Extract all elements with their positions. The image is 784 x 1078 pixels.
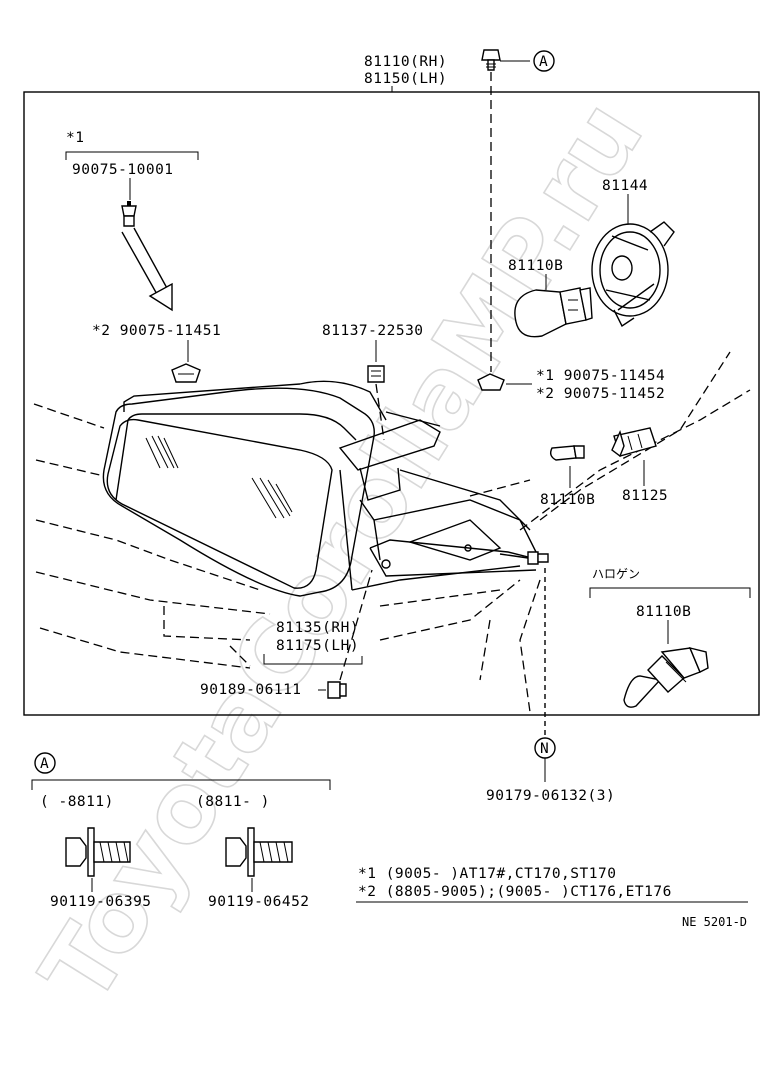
svg-text:90075-10001: 90075-10001 — [72, 162, 174, 178]
note-1: *1 (9005- )AT17#,CT170,ST170 — [358, 866, 616, 882]
label-date-before: ( -8811) — [40, 794, 114, 810]
label-clip-pair[interactable]: *1 90075-11454 *2 90075-11452 — [506, 368, 665, 402]
label-headlamp-assy[interactable]: 81110(RH) 81150(LH) — [364, 54, 447, 92]
label-screw-90179[interactable]: 90179-06132(3) — [486, 788, 615, 804]
label-bulb-81110b-top[interactable]: 81110B — [508, 258, 563, 290]
applicability-notes: *1 (9005- )AT17#,CT170,ST170 *2 (8805-90… — [356, 866, 748, 903]
label-nut-81137-22530[interactable]: 81137-22530 — [322, 323, 424, 362]
clip-pair-icon — [477, 373, 505, 391]
svg-text:*1 90075-11454: *1 90075-11454 — [536, 368, 665, 384]
label-clip-90075-11451[interactable]: *2 90075-11451 — [92, 323, 221, 362]
label-date-after: (8811- ) — [196, 794, 270, 810]
svg-text:90189-06111: 90189-06111 — [200, 682, 302, 698]
top-bolt-icon — [481, 49, 530, 71]
svg-text:81125: 81125 — [622, 488, 668, 504]
svg-text:90119-06395: 90119-06395 — [50, 894, 152, 910]
leader-screw-90189 — [339, 569, 373, 681]
svg-text:81110B: 81110B — [540, 492, 595, 508]
svg-text:90119-06452: 90119-06452 — [208, 894, 310, 910]
push-clip-icon — [121, 201, 137, 227]
svg-text:ハロゲン: ハロゲン — [592, 567, 640, 581]
svg-text:*2 90075-11451: *2 90075-11451 — [92, 323, 221, 339]
label-clip-90075-10001[interactable]: *1 90075-10001 — [65, 130, 199, 200]
svg-text:90179-06132(3): 90179-06132(3) — [486, 788, 615, 804]
svg-text:A: A — [539, 54, 548, 70]
small-bulb-icon — [549, 445, 585, 461]
svg-text:81150(LH): 81150(LH) — [364, 71, 447, 87]
speed-nut-icon — [367, 365, 385, 383]
label-housing[interactable]: 81135(RH) 81175(LH) — [263, 620, 363, 665]
svg-text:*1: *1 — [66, 130, 84, 146]
install-arrow-icon — [121, 227, 173, 312]
svg-text:81110B: 81110B — [508, 258, 563, 274]
socket-cover-icon — [591, 221, 675, 328]
bolt-washer-icon-left — [65, 827, 131, 877]
flat-clip-icon — [171, 363, 201, 383]
marker-a-bottom[interactable]: A — [34, 752, 56, 774]
label-bolt-right[interactable]: 90119-06452 — [208, 878, 310, 910]
leader-nut — [375, 383, 385, 441]
label-bulb-81110b-mid[interactable]: 81110B — [540, 466, 595, 508]
halogen-bulb-icon — [623, 646, 709, 708]
label-bolt-left[interactable]: 90119-06395 — [50, 878, 152, 910]
svg-text:81144: 81144 — [602, 178, 648, 194]
svg-text:*2 90075-11452: *2 90075-11452 — [536, 386, 665, 402]
svg-text:81137-22530: 81137-22530 — [322, 323, 424, 339]
marker-a-top[interactable]: A — [533, 50, 555, 72]
screw-90189-icon — [327, 681, 347, 699]
bulb-icon-top — [514, 287, 593, 338]
svg-text:81110(RH): 81110(RH) — [364, 54, 447, 70]
date-range-bracket — [31, 779, 331, 790]
svg-text:81135(RH): 81135(RH) — [276, 620, 359, 636]
label-screw-90189[interactable]: 90189-06111 — [200, 682, 326, 698]
label-halogen[interactable]: ハロゲン — [589, 567, 751, 598]
diagram-code: NE 5201-D — [682, 915, 747, 929]
bolt-washer-icon-right — [225, 827, 293, 877]
svg-text:81175(LH): 81175(LH) — [276, 638, 359, 654]
note-2: *2 (8805-9005);(9005- )CT176,ET176 — [358, 884, 672, 900]
svg-text:81110B: 81110B — [636, 604, 691, 620]
headlamp-unit-drawing — [102, 380, 549, 597]
label-socket-81144[interactable]: 81144 — [602, 178, 648, 226]
label-socket-81125[interactable]: 81125 — [622, 460, 668, 504]
svg-text:A: A — [40, 756, 49, 772]
label-bulb-81110b-halogen[interactable]: 81110B — [636, 604, 691, 644]
small-socket-icon — [611, 427, 657, 458]
svg-text:N: N — [540, 741, 549, 757]
marker-n[interactable]: N — [534, 737, 556, 782]
